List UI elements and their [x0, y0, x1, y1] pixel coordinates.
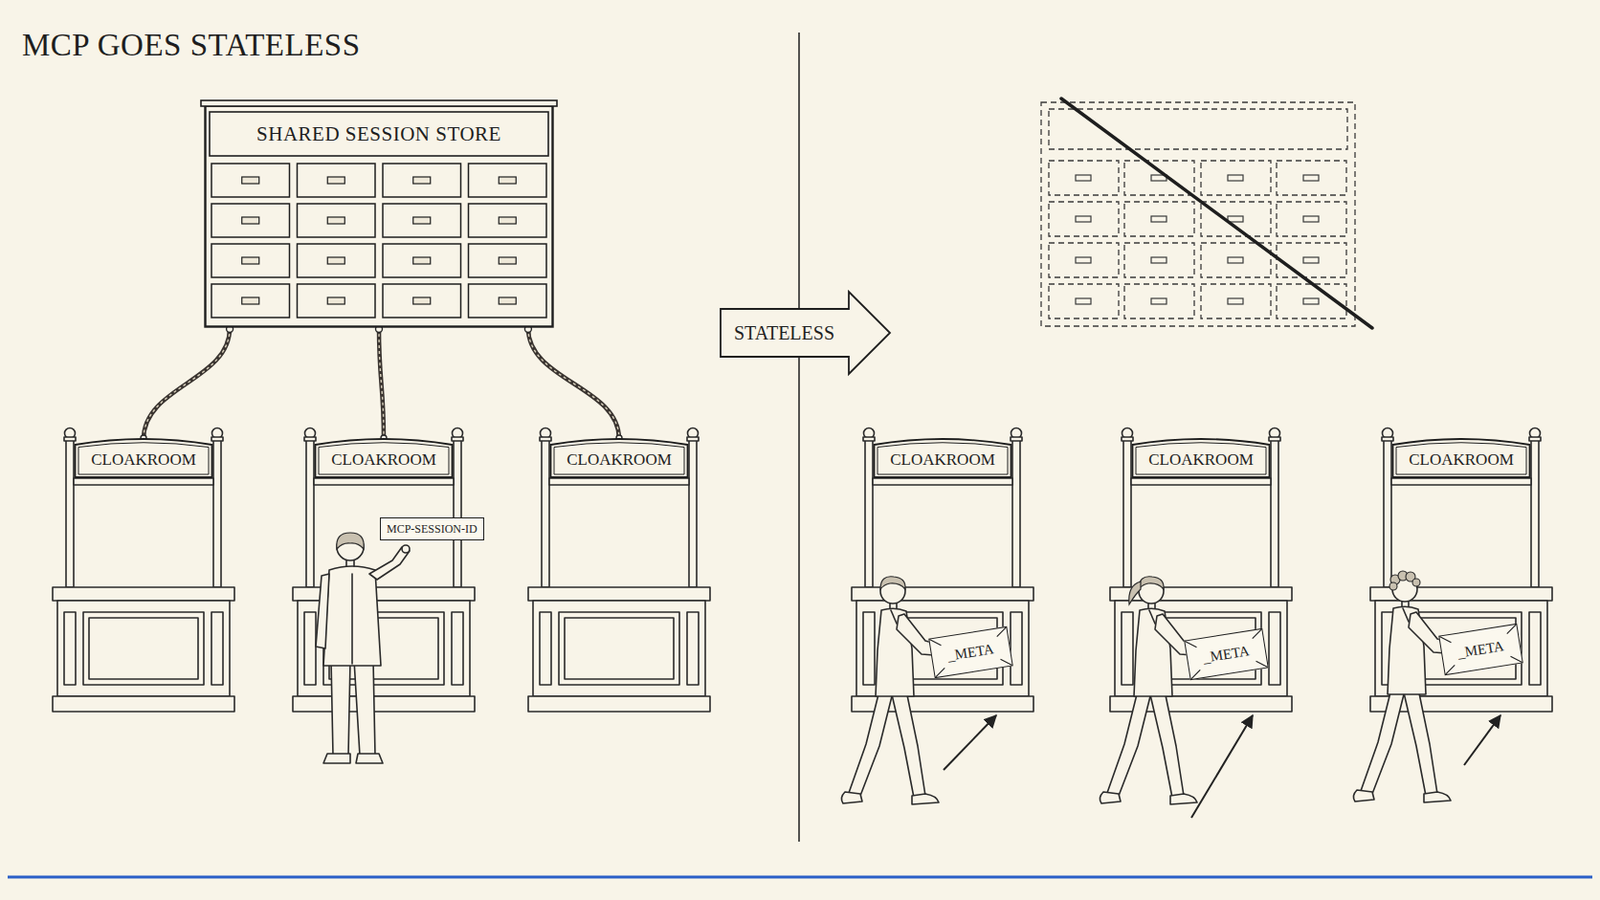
drawing-part — [200, 100, 557, 107]
cloakroom-sign: CLOAKROOM — [313, 436, 454, 479]
cloakroom-sign-label: CLOAKROOM — [566, 450, 672, 470]
session-id-tag: MCP-SESSION-ID — [379, 517, 485, 541]
drawer — [297, 244, 377, 278]
rope-twist — [143, 328, 230, 440]
meta-package: _META — [928, 626, 1013, 679]
person-walking — [1099, 577, 1205, 805]
cloakroom-sign-label: CLOAKROOM — [331, 450, 437, 470]
drawer-handle — [413, 257, 431, 265]
drawer-handle — [413, 297, 431, 305]
drawer-handle — [498, 297, 516, 305]
drawer-handle — [413, 217, 431, 224]
drawer-handle — [498, 257, 516, 265]
drawing-part — [1135, 443, 1267, 475]
drawer — [211, 203, 290, 238]
cloakroom-sign: CLOAKROOM — [1131, 436, 1271, 479]
cloakroom-sign: CLOAKROOM — [73, 436, 214, 479]
drawing-part — [78, 443, 209, 475]
drawer — [297, 163, 377, 198]
cloakroom-sign: CLOAKROOM — [549, 436, 689, 479]
drawing-part — [877, 443, 1008, 475]
cloakroom-sign: CLOAKROOM — [1391, 436, 1532, 479]
rope-connector — [140, 326, 234, 443]
drawing-part — [1184, 629, 1267, 680]
drawer-handle — [242, 217, 260, 224]
drawing-part — [1396, 443, 1527, 475]
cloakroom-sign-label: CLOAKROOM — [90, 450, 197, 470]
drawer — [382, 163, 462, 198]
cloakroom-sign-label: CLOAKROOM — [1408, 450, 1514, 470]
drawer-handle — [242, 297, 260, 305]
drawing-part — [1133, 439, 1270, 478]
transition-arrow: STATELESS — [719, 290, 891, 376]
drawer — [297, 203, 377, 238]
meta-package-label: _META — [1455, 637, 1505, 662]
cloakroom-sign: CLOAKROOM — [872, 436, 1013, 479]
drawing-part — [551, 439, 689, 478]
meta-package: _META — [1438, 623, 1523, 676]
meta-package-label: _META — [945, 640, 995, 665]
bottom-rule — [7, 876, 1593, 880]
session-id-tag-label: MCP-SESSION-ID — [386, 521, 478, 537]
drawing-part — [1439, 624, 1522, 675]
drawer-handle — [327, 217, 345, 224]
session-store-cabinet: SHARED SESSION STORE — [203, 104, 555, 329]
drawer-handle — [327, 257, 345, 265]
drawer-handle — [498, 217, 516, 224]
drawer-handle — [242, 177, 260, 184]
drawing-part — [554, 443, 685, 475]
drawing-part — [929, 627, 1012, 678]
title: MCP GOES STATELESS — [22, 26, 361, 64]
drawer — [468, 284, 548, 318]
cloakroom-sign-label: CLOAKROOM — [889, 450, 996, 470]
drawing-part — [720, 291, 890, 375]
rope-twist — [528, 328, 620, 440]
cloakroom-booth — [52, 428, 235, 713]
drawer-handle — [413, 177, 431, 184]
drawer-handle — [327, 297, 345, 305]
rope-twist — [378, 328, 384, 440]
cloakroom-booth — [292, 428, 475, 713]
session-store-cabinet-label: SHARED SESSION STORE — [203, 113, 555, 155]
drawer-handle — [327, 177, 345, 184]
meta-package: _META — [1183, 628, 1268, 681]
motion-arrow — [1191, 715, 1253, 819]
motion-arrow — [1464, 715, 1501, 766]
drawing-part — [874, 439, 1012, 478]
drawing-part — [315, 439, 453, 478]
motion-arrow — [943, 715, 997, 771]
drawing-part — [1393, 439, 1531, 478]
drawer-handle — [242, 257, 260, 265]
drawer — [211, 244, 290, 278]
person-pointing — [315, 533, 410, 764]
removed-store — [1041, 98, 1373, 329]
drawer — [468, 163, 548, 198]
transition-arrow-label: STATELESS — [719, 321, 849, 345]
drawing-part — [75, 439, 213, 478]
cloakroom-booth — [528, 428, 711, 713]
drawer — [297, 284, 377, 318]
drawer — [468, 203, 548, 238]
rope — [143, 328, 230, 440]
meta-package-label: _META — [1200, 642, 1250, 667]
drawer — [382, 284, 462, 318]
rope — [378, 328, 384, 440]
drawer — [382, 244, 462, 278]
drawer — [382, 203, 462, 238]
drawer-handle — [498, 177, 516, 184]
rope-connector — [524, 326, 623, 443]
rope-connector — [376, 326, 388, 443]
person-walking — [841, 577, 947, 805]
drawing-part — [318, 443, 449, 475]
drawer — [211, 163, 290, 198]
drawer — [468, 244, 548, 278]
cloakroom-sign-label: CLOAKROOM — [1148, 450, 1254, 470]
person-walking — [1353, 571, 1459, 803]
divider-line — [798, 32, 800, 843]
rope — [528, 328, 620, 440]
drawer — [211, 284, 290, 318]
